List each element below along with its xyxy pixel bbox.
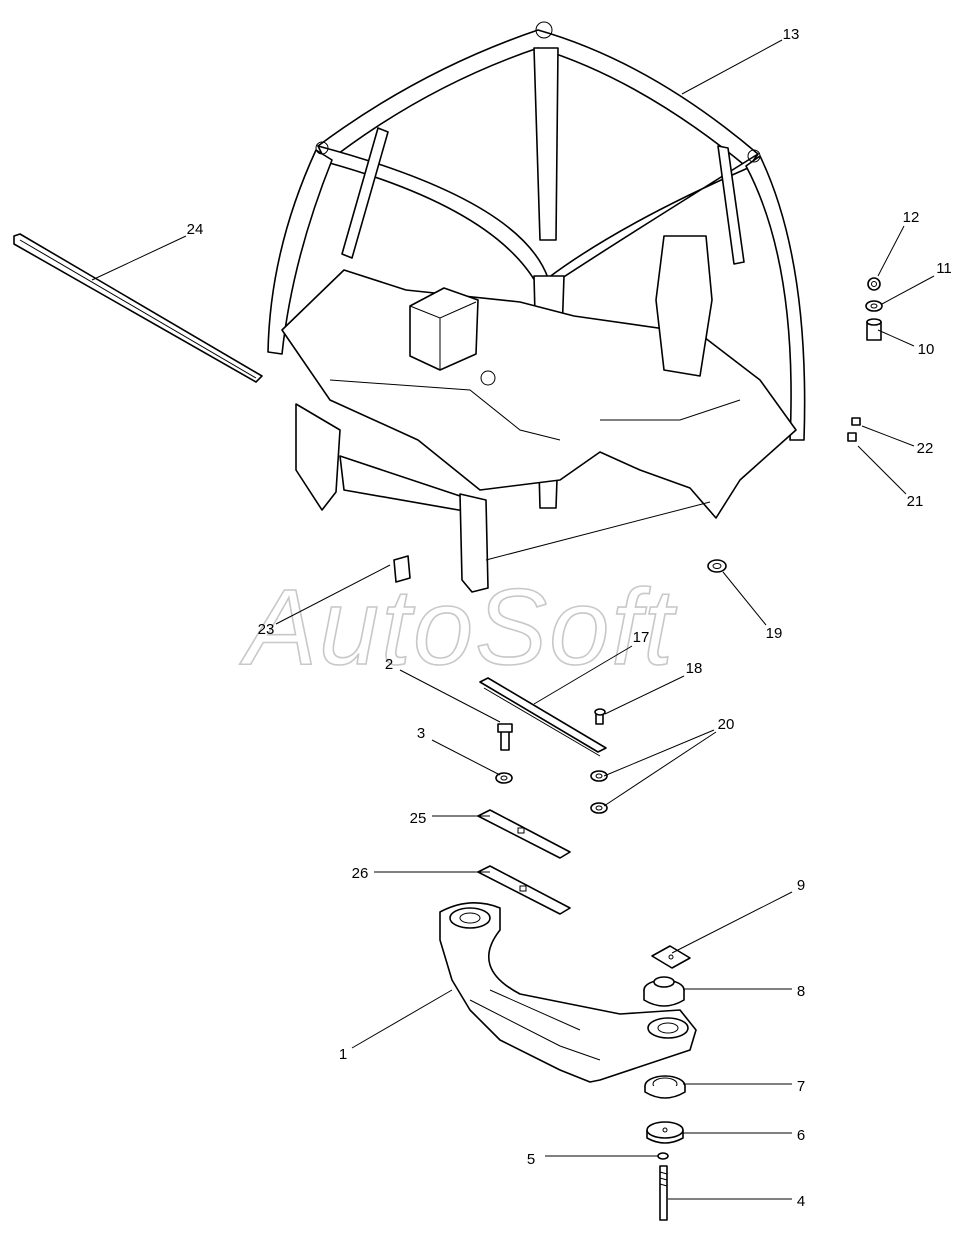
part-10-spacer: [866, 318, 882, 341]
leader-line-c11: [881, 275, 935, 305]
part-20-washers: [590, 770, 608, 814]
part-5-washer: [657, 1152, 669, 1160]
part-22-clip: [851, 417, 861, 426]
leader-line-c22: [861, 425, 915, 447]
leader-line-c12: [877, 225, 905, 277]
part-24-weather-strip: [13, 233, 263, 383]
callout-number-c7: 7: [797, 1078, 805, 1095]
leader-line-c10: [877, 329, 915, 347]
part-7-lower-mount: [644, 1075, 686, 1099]
part-6-cup-washer: [646, 1121, 684, 1144]
callout-number-c3: 3: [417, 725, 425, 742]
callout-number-c19: 19: [766, 625, 783, 642]
part-21-clip: [847, 432, 857, 442]
callout-number-c8: 8: [797, 983, 805, 1000]
callout-number-c9: 9: [797, 877, 805, 894]
leader-line-c3: [431, 739, 501, 776]
callout-number-c11: 11: [936, 260, 952, 277]
part-4-long-bolt: [659, 1165, 668, 1221]
part-19-grommet: [707, 559, 727, 573]
cab-frame: [267, 21, 806, 593]
part-18-screw: [594, 708, 606, 725]
part-11-washer: [865, 300, 883, 312]
callout-number-c17: 17: [633, 629, 650, 646]
leader-line-c9: [671, 891, 793, 954]
callout-number-c21: 21: [907, 493, 924, 510]
callout-number-c25: 25: [410, 810, 427, 827]
part-3-washer: [495, 772, 513, 784]
leader-line-c19: [722, 571, 767, 626]
leader-line-c20: [603, 729, 715, 777]
part-1-support-cradle: [439, 902, 697, 1083]
leader-line-c13: [681, 39, 783, 95]
part-25-shim: [477, 809, 571, 859]
leader-line-c21: [857, 445, 907, 495]
callout-number-c1: 1: [339, 1046, 347, 1063]
callout-number-c10: 10: [918, 341, 935, 358]
part-2-bolt: [497, 723, 513, 751]
part-26-shim: [477, 865, 571, 915]
leader-line-c1: [351, 989, 453, 1049]
callout-number-c24: 24: [187, 221, 204, 238]
watermark: AutoSoft: [239, 566, 677, 687]
callout-number-c23: 23: [258, 621, 275, 638]
leader-line-c2: [399, 669, 501, 723]
callout-number-c26: 26: [352, 865, 369, 882]
leader-line-c18: [604, 675, 685, 715]
part-12-nut: [867, 277, 881, 291]
part-17-channel: [479, 677, 607, 757]
callout-number-c18: 18: [686, 660, 703, 677]
callout-number-c5: 5: [527, 1151, 535, 1168]
leader-line-c24: [91, 235, 187, 281]
leader-line-c20b: [603, 731, 717, 807]
part-8-upper-mount: [643, 976, 685, 1007]
callout-number-c22: 22: [917, 440, 934, 457]
callout-number-c4: 4: [797, 1193, 805, 1210]
part-23-decal: [393, 555, 411, 583]
part-9-plate: [651, 945, 691, 969]
leader-line-c23: [275, 564, 391, 625]
callout-number-c6: 6: [797, 1127, 805, 1144]
callout-number-c2: 2: [385, 656, 393, 673]
callout-number-c20: 20: [718, 716, 735, 733]
callout-number-c12: 12: [903, 209, 920, 226]
leader-line-c17: [533, 645, 633, 705]
callout-number-c13: 13: [783, 26, 800, 43]
